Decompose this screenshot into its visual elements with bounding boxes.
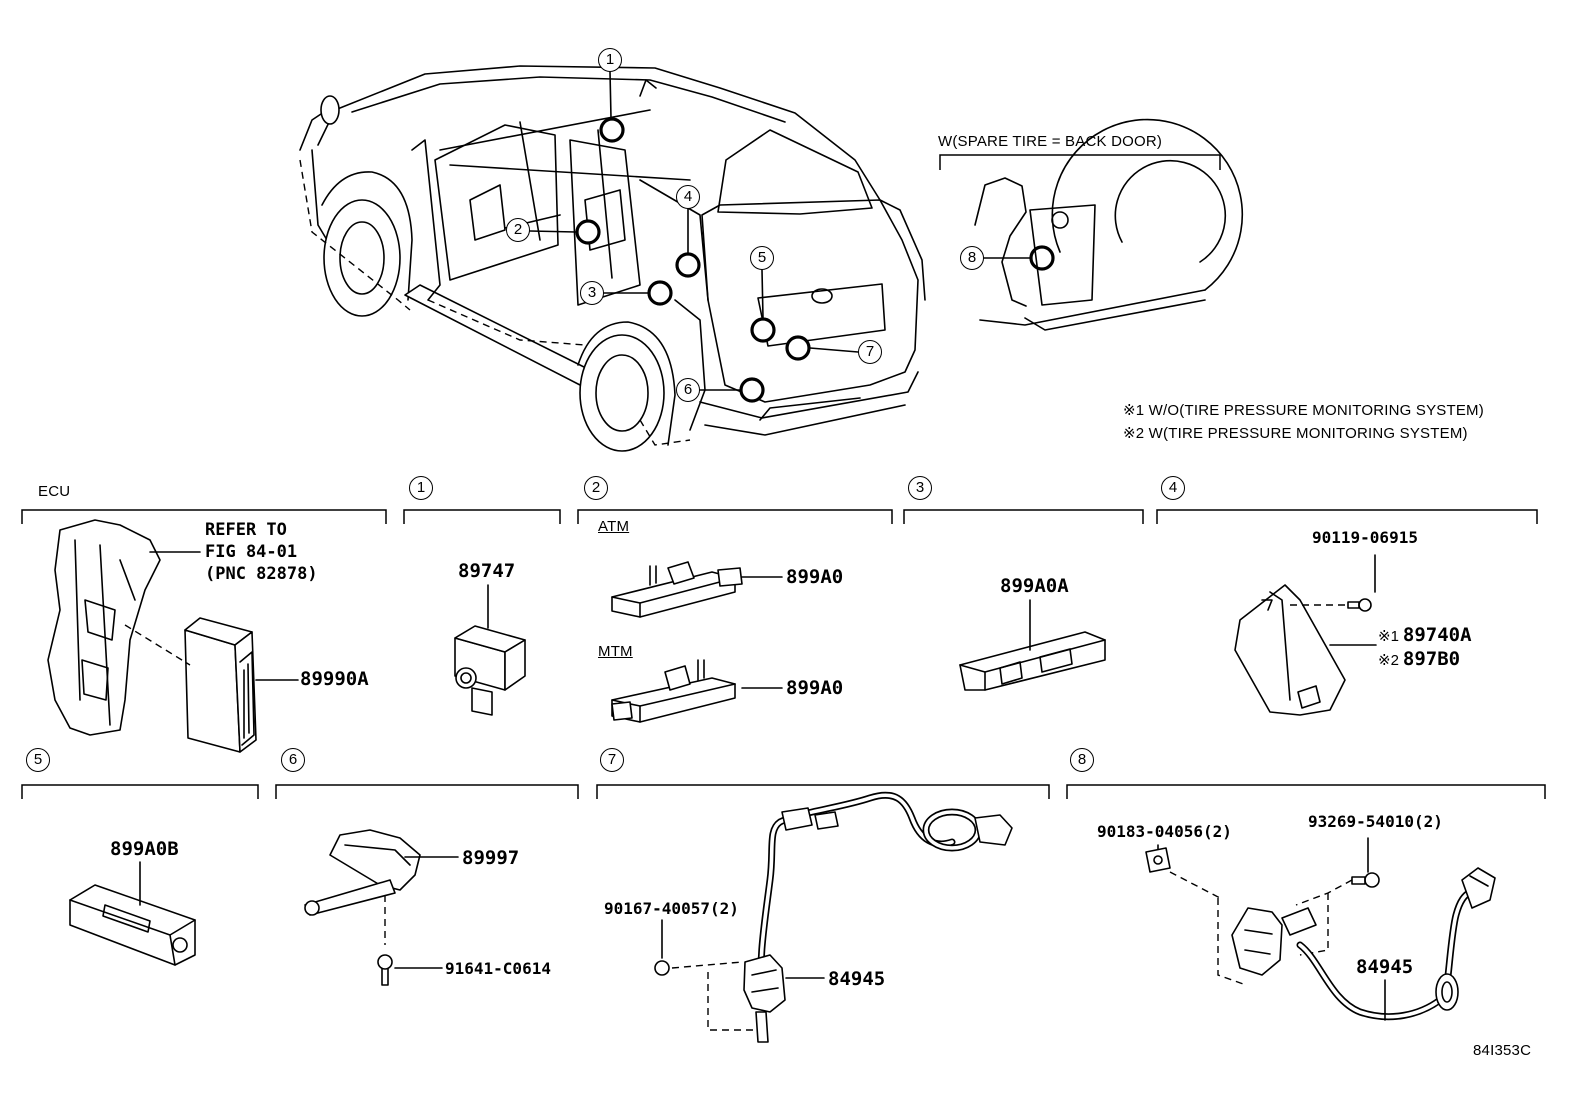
vehicle-drawing: [299, 65, 926, 452]
harness-84945-spare-drawing: [1145, 837, 1496, 1021]
location-mark-1: [599, 117, 625, 143]
vehicle-callout-7[interactable]: 7: [858, 340, 882, 364]
part-number-s1[interactable]: 89747: [458, 560, 516, 582]
bolt-number-s7[interactable]: 90167-40057(2): [604, 899, 739, 918]
part-number-s3[interactable]: 899A0A: [1000, 575, 1069, 597]
part-number-s5[interactable]: 899A0B: [110, 838, 179, 860]
ecu-refer-line-3: (PNC 82878): [205, 564, 318, 584]
section-2-number: 2: [584, 476, 608, 500]
harness-84945-drawing: [654, 791, 1013, 1043]
vehicle-callout-1[interactable]: 1: [598, 48, 622, 72]
option-mark-1: ※1: [1378, 628, 1399, 645]
section-8-number: 8: [1070, 748, 1094, 772]
part-number-s4-option-2[interactable]: 897B0: [1402, 648, 1461, 670]
sensor-89997-drawing: [304, 829, 459, 986]
section-ecu-title: ECU: [38, 483, 71, 500]
part-number-s2-atm[interactable]: 899A0: [786, 566, 844, 588]
bolt-number-s8[interactable]: 93269-54010(2): [1308, 812, 1443, 831]
part-number-s7[interactable]: 84945: [828, 968, 886, 990]
section-1-number: 1: [409, 476, 433, 500]
section-brackets: [21, 509, 1546, 799]
section-4-number: 4: [1161, 476, 1185, 500]
section-7-number: 7: [600, 748, 624, 772]
part-number-s6[interactable]: 89997: [462, 847, 520, 869]
antenna-899a0b-drawing: [69, 861, 196, 966]
part-number-s8[interactable]: 84945: [1356, 956, 1414, 978]
ecu-refer-line-1: REFER TO: [205, 520, 287, 540]
relay-89747-drawing: [454, 584, 526, 716]
location-mark-2: [575, 219, 601, 245]
location-mark-7: [785, 335, 811, 361]
location-mark-3: [647, 280, 673, 306]
antenna-899a0-mtm-drawing: [611, 659, 783, 723]
sensor-location-marks: [575, 117, 1055, 403]
bolt-number-s6[interactable]: 91641-C0614: [445, 959, 551, 978]
antenna-899a0-atm-drawing: [611, 561, 783, 618]
location-mark-4: [675, 252, 701, 278]
spare-tire-view-label: W(SPARE TIRE = BACK DOOR): [938, 133, 1163, 150]
variant-label-atm: ATM: [598, 518, 630, 535]
vehicle-callout-3[interactable]: 3: [580, 281, 604, 305]
section-3-number: 3: [908, 476, 932, 500]
option-mark-2: ※2: [1378, 652, 1399, 669]
part-number-ecu[interactable]: 89990A: [300, 668, 369, 690]
vehicle-callout-5[interactable]: 5: [750, 246, 774, 270]
vehicle-callout-leaders: [529, 71, 1031, 391]
vehicle-callout-4[interactable]: 4: [676, 185, 700, 209]
antenna-899a0a-drawing: [959, 599, 1106, 691]
ecu-drawing: [47, 519, 299, 753]
section-6-number: 6: [281, 748, 305, 772]
variant-label-mtm: MTM: [598, 643, 633, 660]
location-mark-6: [739, 377, 765, 403]
vehicle-callout-2[interactable]: 2: [506, 218, 530, 242]
clip-number-s8[interactable]: 90183-04056(2): [1097, 822, 1232, 841]
note-1: ※1 W/O(TIRE PRESSURE MONITORING SYSTEM): [1123, 402, 1484, 419]
ecu-refer-line-2[interactable]: FIG 84-01: [205, 542, 298, 562]
part-number-s4-option-1[interactable]: 89740A: [1402, 624, 1472, 646]
location-mark-5: [750, 317, 776, 343]
bolt-number-s4[interactable]: 90119-06915: [1312, 528, 1418, 547]
vehicle-callout-6[interactable]: 6: [676, 378, 700, 402]
receiver-89740a-drawing: [1234, 554, 1377, 716]
spare-tire-inset-drawing: [939, 118, 1244, 331]
vehicle-callout-8[interactable]: 8: [960, 246, 984, 270]
figure-id: 84I353C: [1473, 1042, 1532, 1059]
note-2: ※2 W(TIRE PRESSURE MONITORING SYSTEM): [1123, 425, 1468, 442]
part-number-s2-mtm[interactable]: 899A0: [786, 677, 844, 699]
section-5-number: 5: [26, 748, 50, 772]
